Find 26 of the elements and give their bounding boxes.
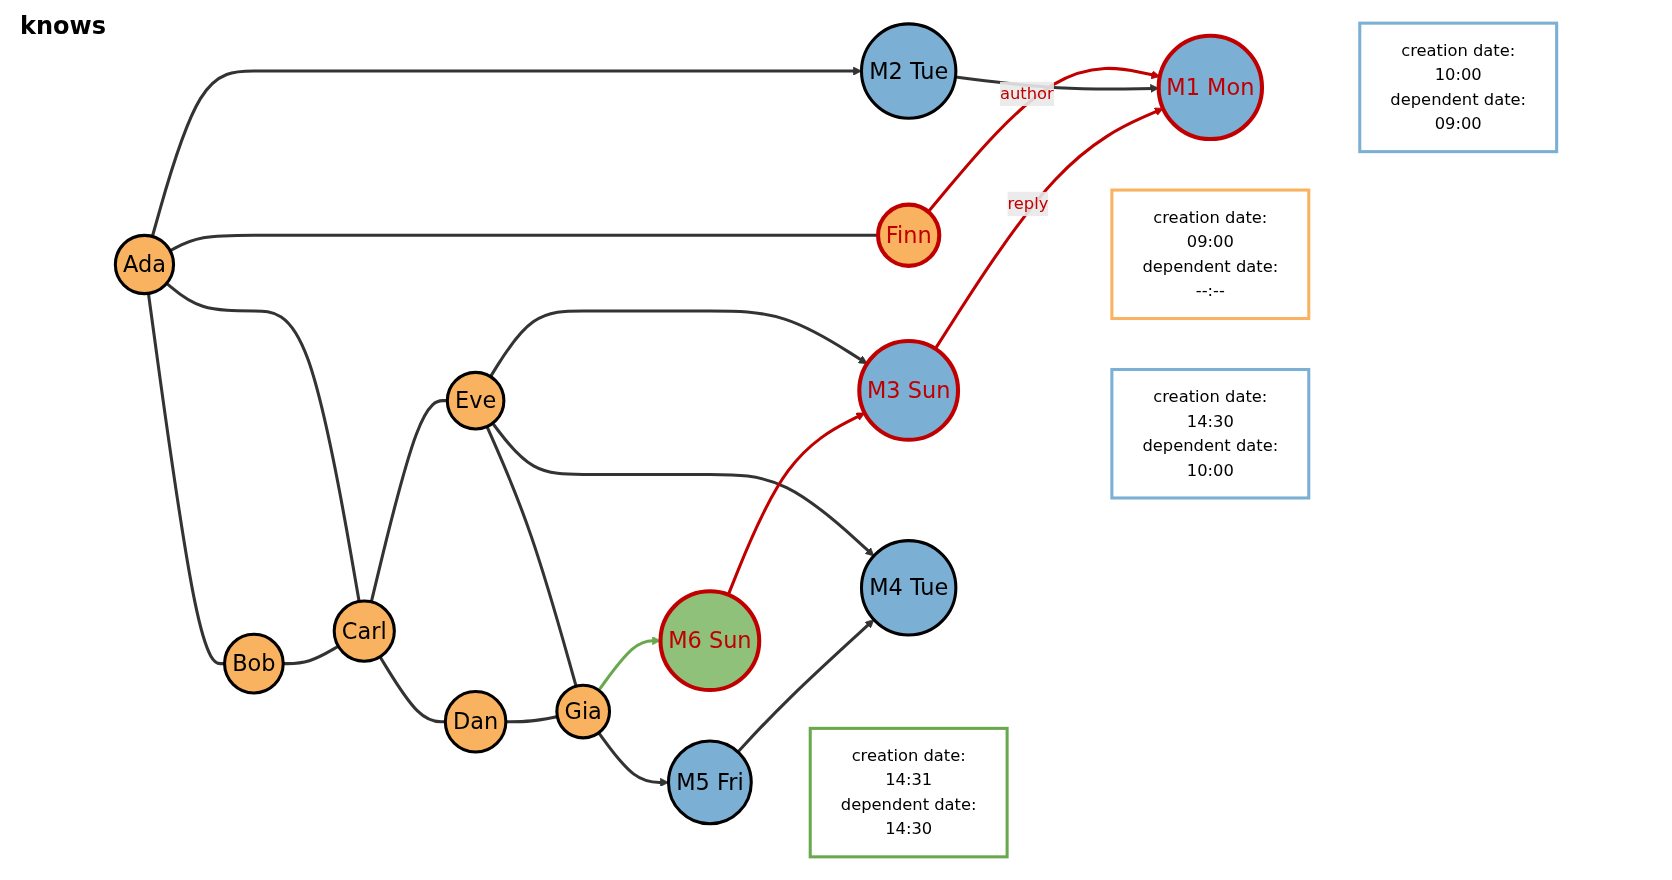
node-circle: M3 Sun (857, 339, 961, 442)
node-circle: M6 Sun (658, 589, 762, 693)
node-circle: Dan (443, 689, 508, 754)
arrow (491, 422, 875, 557)
node-circle: Eve (445, 370, 506, 431)
node-circle: M1 Mon (1156, 33, 1265, 142)
node-box: creation date: 09:00 dependent date: --:-- (1110, 188, 1311, 321)
connector (485, 425, 578, 687)
node-circle: Gia (555, 683, 612, 740)
node-circle: Carl (332, 599, 396, 663)
node-box: creation date: 10:00 dependent date: 09:00 (1358, 21, 1559, 154)
node-circle: Finn (876, 202, 942, 268)
edge-label: author (999, 83, 1054, 104)
node-box: creation date: 14:31 dependent date: 14:30 (808, 726, 1009, 859)
node-box: creation date: 14:30 dependent date: 10:00 (1110, 368, 1311, 500)
arrow (933, 107, 1164, 350)
edge-type-label: knows (20, 12, 106, 40)
arrow (736, 619, 875, 753)
node-circle: Bob (223, 632, 285, 695)
node-circle: M5 Fri (666, 739, 753, 826)
edge-label: reply (1007, 193, 1049, 214)
node-circle: M4 Tue (859, 539, 958, 637)
arrow (489, 309, 868, 378)
node-circle: Ada (113, 233, 176, 296)
node-circle: M2 Tue (859, 22, 958, 120)
connector (165, 282, 361, 602)
